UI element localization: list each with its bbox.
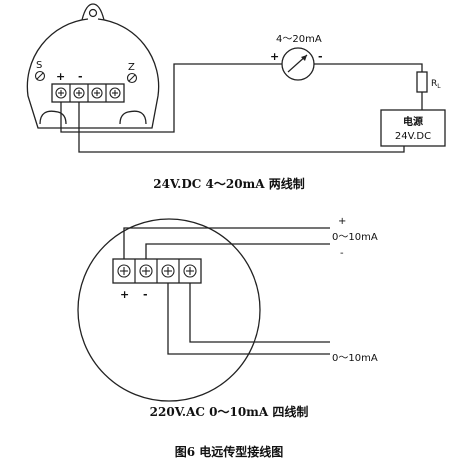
terminal-screw-icon bbox=[55, 87, 67, 99]
terminal-screw-icon bbox=[161, 264, 175, 278]
power-supply-voltage: 24V.DC bbox=[395, 131, 431, 142]
power-supply-label: 电源 bbox=[403, 115, 423, 128]
mounting-tab-right bbox=[119, 110, 147, 125]
output-minus-label: - bbox=[340, 248, 344, 259]
terminal-plus-label: + bbox=[120, 288, 129, 301]
wire-meter-to-resistor bbox=[314, 63, 423, 72]
ammeter-plus: + bbox=[270, 50, 279, 63]
terminal-screw-icon bbox=[183, 264, 197, 278]
transmitter-housing-circle bbox=[77, 218, 261, 402]
two-wire-caption: 24V.DC 4～20mA 两线制 bbox=[153, 176, 304, 191]
wire-lower-out-b bbox=[189, 283, 330, 343]
screw-s-icon bbox=[34, 70, 46, 82]
terminal-minus-label: - bbox=[78, 70, 83, 83]
screw-z-label: Z bbox=[128, 62, 135, 73]
transmitter-housing bbox=[26, 18, 160, 129]
screw-z-icon bbox=[126, 72, 138, 84]
wire-minus-to-supply bbox=[78, 102, 405, 153]
four-wire-caption: 220V.AC 0～10mA 四线制 bbox=[150, 404, 309, 419]
wire-lower-out-a bbox=[167, 283, 330, 355]
mounting-tab-left bbox=[39, 110, 67, 125]
ammeter-label: 4～20mA bbox=[276, 34, 322, 45]
terminal-screw-icon bbox=[109, 87, 121, 99]
power-supply-box bbox=[380, 109, 446, 147]
screw-s-label: S bbox=[36, 60, 42, 71]
notch-hole bbox=[88, 8, 98, 18]
terminal-minus-label: - bbox=[143, 288, 148, 301]
terminal-screw-icon bbox=[73, 87, 85, 99]
terminal-screw-icon bbox=[91, 87, 103, 99]
ammeter-icon bbox=[281, 47, 315, 81]
wire-minus-out bbox=[145, 243, 330, 259]
output-plus-label: + bbox=[338, 216, 346, 227]
resistor-label: RL bbox=[431, 79, 441, 90]
terminal-screw-icon bbox=[139, 264, 153, 278]
wire-plus-to-meter bbox=[60, 63, 282, 133]
wire-plus-out bbox=[123, 227, 330, 259]
housing-top-notch bbox=[81, 3, 105, 21]
figure-title: 图6 电远传型接线图 bbox=[175, 444, 284, 459]
ammeter-minus: - bbox=[318, 50, 323, 63]
output-lower-label: 0～10mA bbox=[332, 353, 378, 364]
load-resistor-icon bbox=[416, 71, 428, 93]
output-upper-label: 0～10mA bbox=[332, 232, 378, 243]
terminal-plus-label: + bbox=[56, 70, 65, 83]
terminal-screw-icon bbox=[117, 264, 131, 278]
four-wire-diagram: + - + 0～10mA - 0～10mA 220V.AC 0～10mA 四线制 bbox=[77, 216, 378, 419]
two-wire-diagram: S Z + - bbox=[26, 3, 446, 191]
